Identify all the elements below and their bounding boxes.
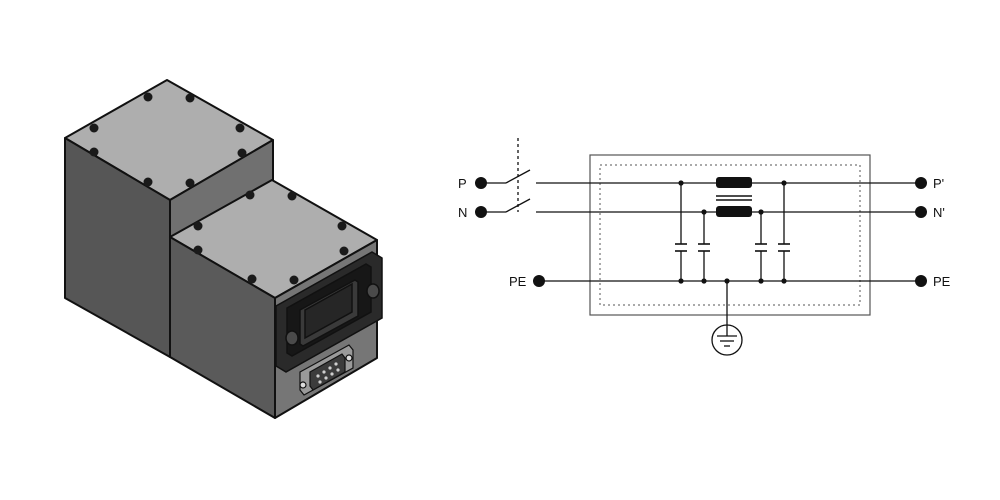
capacitors [675,243,790,252]
two-pole-switch [487,138,531,213]
label-n-out: N' [933,205,945,220]
terminal-p-out [915,177,927,189]
filter-enclosure-outline [589,154,871,316]
terminal-n-in [475,206,487,218]
terminal-pe-in [533,275,545,287]
power-entry-module [275,251,383,373]
junction-dots [678,180,787,284]
protective-earth-icon [711,324,743,356]
output-terminals [915,177,927,287]
label-p-in: P [458,176,467,191]
d-sub-connector [299,344,354,396]
front-top-screws [193,190,349,285]
label-n-in: N [458,205,467,220]
label-pe-in: PE [509,274,527,289]
common-mode-choke [716,177,752,217]
label-p-out: P' [933,176,944,191]
label-pe-out: PE [933,274,951,289]
terminal-pe-out [915,275,927,287]
terminal-p-in [475,177,487,189]
input-terminals [475,177,545,287]
rear-top-screws [89,92,247,188]
terminal-n-out [915,206,927,218]
filter-shield-dotted [599,164,861,306]
signal-lines [536,182,920,325]
